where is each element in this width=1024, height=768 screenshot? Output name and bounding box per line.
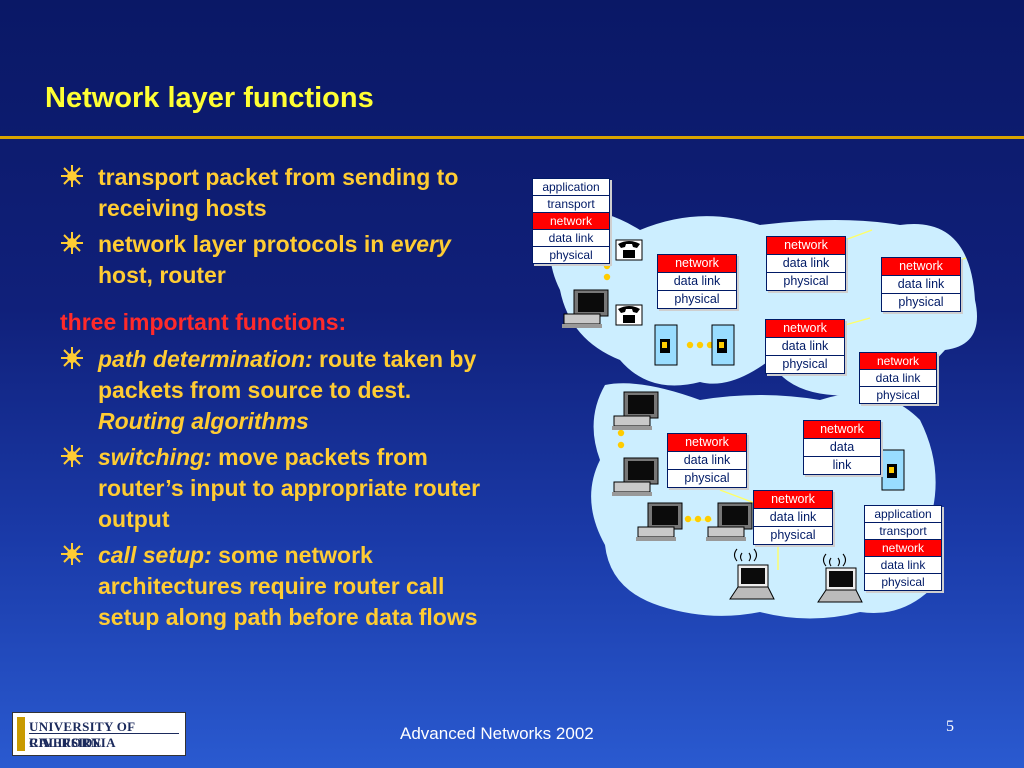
stack-layer-network: network	[860, 353, 936, 370]
logo-text-university: UNIVERSITY OF CALIFORNIA	[29, 719, 135, 750]
stack-layer-datalink: data link	[754, 509, 832, 527]
slide-title: Network layer functions	[45, 82, 374, 114]
stack-layer-application: application	[865, 506, 941, 523]
stack-layer-physical: physical	[898, 295, 944, 309]
stack-layer-transport: transport	[533, 196, 609, 213]
stack-layer-datalink: data link	[658, 273, 736, 291]
stack-layer-data: data	[804, 439, 880, 457]
function-term: call setup:	[98, 542, 212, 568]
function-tail: Routing algorithms	[98, 408, 309, 434]
phone-icon	[615, 239, 643, 261]
router-protocol-stack: network data link physical	[753, 490, 833, 545]
bullet-item: network layer protocols in every host, r…	[60, 229, 490, 291]
router-protocol-stack: network data link physical	[766, 236, 846, 291]
stack-layer-physical: physical	[549, 248, 593, 262]
stack-layer-datalink: data link	[766, 338, 844, 356]
stack-layer-link: link	[832, 458, 852, 472]
computer-icon	[562, 289, 609, 328]
stack-layer-physical: physical	[782, 357, 828, 371]
router-protocol-stack: network data link physical	[859, 352, 937, 404]
stack-layer-network: network	[658, 255, 736, 273]
bullet-item: switching: move packets from router’s in…	[60, 442, 490, 535]
stack-layer-datalink: data link	[882, 276, 960, 294]
bullet-item: path determination: route taken by packe…	[60, 344, 490, 437]
university-logo: UNIVERSITY OF CALIFORNIA RIVERSIDE	[12, 712, 186, 756]
bullet-text: host, router	[98, 262, 226, 288]
laptop-icon	[729, 564, 775, 600]
router-protocol-stack: network data link physical	[765, 319, 845, 374]
computer-icon	[636, 502, 683, 541]
stack-layer-datalink: data link	[860, 370, 936, 387]
sunburst-bullet-icon	[61, 232, 83, 254]
stack-layer-network: network	[882, 258, 960, 276]
bullet-text: network layer protocols in	[98, 231, 391, 257]
stack-layer-physical: physical	[881, 575, 925, 589]
bullet-item: transport packet from sending to receivi…	[60, 162, 490, 224]
stack-layer-datalink: data link	[767, 255, 845, 273]
bullet-list: transport packet from sending to receivi…	[60, 162, 490, 638]
stack-layer-application: application	[533, 179, 609, 196]
logo-rule	[29, 733, 179, 734]
sunburst-bullet-icon	[61, 165, 83, 187]
sunburst-bullet-icon	[61, 543, 83, 565]
router-icon	[711, 324, 735, 366]
bullet-text: transport packet from sending to receivi…	[98, 164, 459, 221]
title-divider	[0, 136, 1024, 139]
stack-layer-network: network	[668, 434, 746, 452]
functions-subheading: three important functions:	[60, 309, 347, 335]
logo-text-campus: RIVERSIDE	[29, 735, 102, 750]
computer-icon	[706, 502, 753, 541]
wireless-icon	[733, 548, 847, 567]
router-protocol-stack: network data link physical	[657, 254, 737, 309]
stack-layer-datalink: data link	[668, 452, 746, 470]
function-term: switching:	[98, 444, 212, 470]
footer-text: Advanced Networks 2002	[400, 724, 594, 743]
stack-layer-network: network	[766, 320, 844, 338]
host-protocol-stack: application transport network data link …	[532, 178, 610, 264]
stack-layer-physical: physical	[684, 471, 730, 485]
stack-layer-datalink: data link	[865, 557, 941, 574]
laptop-icon	[817, 567, 863, 603]
stack-layer-transport: transport	[865, 523, 941, 540]
function-desc: route taken by packets from source to de…	[98, 346, 477, 403]
stack-layer-network: network	[865, 540, 941, 557]
computer-icon	[612, 457, 659, 496]
stack-layer-physical: physical	[770, 528, 816, 542]
bullet-emphasis: every	[390, 231, 451, 257]
logo-bar	[17, 717, 25, 751]
sunburst-bullet-icon	[61, 445, 83, 467]
router-icon	[881, 449, 905, 491]
host-protocol-stack: application transport network data link …	[864, 505, 942, 591]
function-desc: some network architectures require route…	[98, 542, 478, 630]
router-protocol-stack: network data link physical	[881, 257, 961, 312]
stack-layer-physical: physical	[674, 292, 720, 306]
stack-layer-network: network	[533, 213, 609, 230]
function-desc: move packets from router’s input to appr…	[98, 444, 481, 532]
stack-layer-network: network	[804, 421, 880, 439]
router-icon	[654, 324, 678, 366]
stack-layer-network: network	[754, 491, 832, 509]
function-term: path determination:	[98, 346, 313, 372]
page-number: 5	[946, 718, 954, 735]
connection-dots	[603, 251, 714, 523]
sunburst-bullet-icon	[61, 347, 83, 369]
stack-layer-physical: physical	[783, 274, 829, 288]
router-protocol-stack: network data link	[803, 420, 881, 475]
stack-layer-network: network	[767, 237, 845, 255]
stack-layer-datalink: data link	[533, 230, 609, 247]
bullet-item: call setup: some network architectures r…	[60, 540, 490, 633]
stack-layer-physical: physical	[876, 388, 920, 402]
computer-icon	[612, 391, 659, 430]
phone-icon	[615, 304, 643, 326]
router-protocol-stack: network data link physical	[667, 433, 747, 488]
